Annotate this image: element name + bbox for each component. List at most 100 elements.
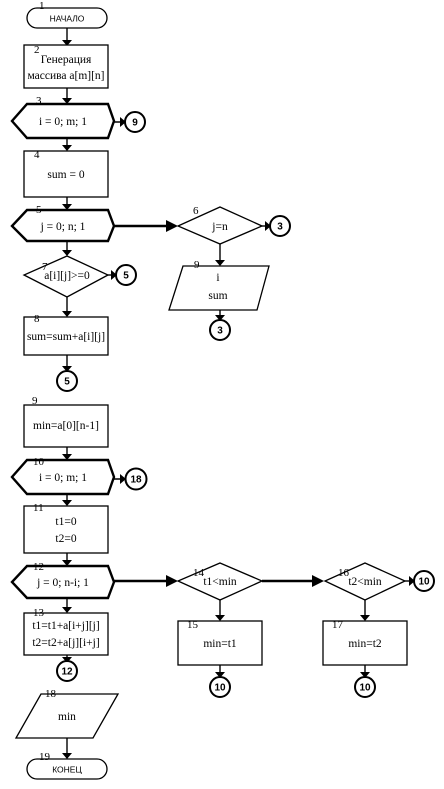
block-6-number: 6 [193, 205, 199, 217]
arrowhead [62, 454, 72, 460]
block-12-label: j = 0; n-i; 1 [36, 577, 89, 589]
arrowhead [166, 575, 178, 587]
block-7-decision: a[i][j]>=0 7 [22, 255, 110, 298]
block-6-decision: j=n 6 [176, 205, 264, 245]
block-8-label: sum=sum+a[i][j] [27, 331, 105, 343]
block-9-output-line2: sum [208, 290, 227, 302]
block-4-label: sum = 0 [47, 169, 84, 181]
block-1-start: НАЧАЛО 1 [26, 0, 108, 29]
block-9-number: 9 [32, 395, 38, 407]
block-16-label: t2<min [348, 576, 382, 588]
arrowheads [62, 40, 415, 759]
block-4-number: 4 [34, 149, 40, 161]
block-19-end: КОНЕЦ 19 [26, 751, 108, 780]
block-7-label: a[i][j]>=0 [44, 270, 90, 282]
arrowhead [215, 615, 225, 621]
arrowhead [111, 270, 117, 280]
block-5-loop: j = 0; n; 1 5 [10, 204, 116, 243]
block-15-number: 15 [187, 619, 199, 631]
arrowhead [409, 576, 415, 586]
block-7-number: 7 [42, 261, 48, 273]
block-5-number: 5 [36, 204, 42, 216]
arrowhead [62, 40, 72, 46]
connector-to-3-from-6: 3 [269, 215, 291, 237]
arrowhead [360, 615, 370, 621]
block-11-line2: t2=0 [55, 533, 76, 545]
arrowhead [120, 117, 126, 127]
connector-to-10-from-15: 10 [209, 676, 231, 698]
block-17-label: min=t2 [348, 638, 382, 650]
block-16-number: 16 [338, 567, 350, 579]
block-18-output: min 18 [14, 688, 120, 739]
block-6-label: j=n [211, 221, 228, 233]
connector-label: 18 [130, 475, 142, 486]
block-2-process: Генерация массива a[m][n] 2 [23, 44, 109, 89]
connector-to-3-from-output: 3 [209, 319, 231, 341]
arrowhead [62, 204, 72, 210]
block-18-number: 18 [45, 688, 57, 700]
arrowhead [120, 474, 126, 484]
block-3-loop: i = 0; m; 1 3 [10, 95, 116, 140]
arrowhead [62, 311, 72, 317]
connector-label: 3 [217, 326, 223, 337]
block-5-label: j = 0; n; 1 [40, 221, 86, 233]
connector-label: 10 [418, 577, 430, 588]
connector-label: 12 [61, 667, 73, 678]
block-16-decision: t2<min 16 [323, 562, 407, 601]
block-10-loop: i = 0; m; 1 10 [10, 456, 116, 496]
block-8-process: sum=sum+a[i][j] 8 [23, 313, 109, 356]
arrowhead [166, 220, 178, 232]
block-18-label: min [58, 711, 76, 723]
block-3-number: 3 [36, 95, 42, 107]
block-8-number: 8 [34, 313, 40, 325]
block-9-output: i sum 9 [168, 259, 270, 311]
block-14-decision: t1<min 14 [176, 562, 264, 601]
connector-label: 9 [132, 118, 138, 129]
arrowhead [62, 753, 72, 759]
block-2-number: 2 [34, 44, 40, 56]
arrowhead [62, 607, 72, 613]
block-14-label: t1<min [203, 576, 237, 588]
block-19-label: КОНЕЦ [52, 765, 82, 775]
arrowhead [62, 366, 72, 372]
block-1-number: 1 [39, 0, 45, 12]
block-10-label: i = 0; m; 1 [39, 472, 87, 484]
block-9-process: min=a[0][n-1] 9 [23, 395, 109, 448]
block-11-process: t1=0 t2=0 11 [23, 502, 109, 554]
arrowhead [215, 672, 225, 678]
arrowhead [62, 500, 72, 506]
connector-label: 5 [123, 271, 129, 282]
arrowhead [62, 98, 72, 104]
block-13-line2: t2=t2+a[j][i+j] [32, 637, 99, 649]
arrowhead [215, 260, 225, 266]
connector-to-5-from-7: 5 [115, 264, 137, 286]
connector-to-18: 18 [124, 467, 148, 491]
block-13-line1: t1=t1+a[i+j][j] [32, 620, 99, 632]
arrowhead [62, 250, 72, 256]
block-2-line1: Генерация [41, 54, 92, 66]
block-14-number: 14 [193, 567, 205, 579]
block-17-process: min=t2 17 [322, 619, 408, 666]
block-9-output-line1: i [216, 272, 219, 284]
connector-label: 5 [64, 377, 70, 388]
block-15-process: min=t1 15 [177, 619, 263, 666]
block-3-label: i = 0; m; 1 [39, 116, 87, 128]
block-13-process: t1=t1+a[i+j][j] t2=t2+a[j][i+j] 13 [23, 607, 109, 656]
block-10-number: 10 [33, 456, 45, 468]
block-4-process: sum = 0 4 [23, 149, 109, 198]
block-19-number: 19 [39, 751, 51, 763]
arrowhead [62, 560, 72, 566]
block-12-loop: j = 0; n-i; 1 12 [10, 561, 116, 600]
connector-label: 3 [277, 222, 283, 233]
arrowhead [62, 145, 72, 151]
arrowhead [312, 575, 324, 587]
block-13-number: 13 [33, 607, 45, 619]
block-12-number: 12 [33, 561, 44, 573]
arrowhead [360, 672, 370, 678]
connector-label: 10 [359, 683, 371, 694]
connector-label: 10 [214, 683, 226, 694]
block-11-number: 11 [33, 502, 44, 514]
block-1-label: НАЧАЛО [50, 14, 85, 24]
